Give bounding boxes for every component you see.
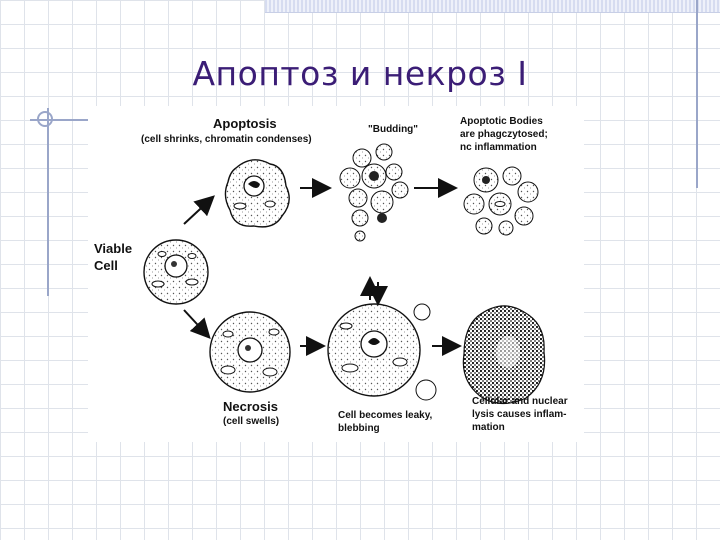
left-vertical-rule — [47, 108, 49, 296]
cell-diagram — [88, 106, 584, 442]
crosshair-ornament — [37, 111, 53, 127]
apoptotic-cell — [225, 160, 289, 227]
label-viable-line2: Cell — [94, 258, 118, 274]
budding-cluster — [340, 144, 408, 241]
label-bodies-line1: Apoptotic Bodies — [460, 116, 543, 128]
label-necrosis-note: (cell swells) — [223, 416, 279, 428]
label-necrosis: Necrosis — [223, 399, 278, 415]
label-leaky-line1: Cell becomes leaky, — [338, 410, 432, 422]
label-lysis-line2: lysis causes inflam- — [472, 409, 567, 421]
necrotic-cell — [210, 312, 290, 392]
label-bodies-line3: nc inflammation — [460, 142, 537, 154]
label-bodies-line2: are phagczytosed; — [460, 129, 548, 141]
top-decorative-band — [265, 0, 720, 13]
slide-title: Апоптоз и некроз I — [0, 54, 720, 93]
right-vertical-rule — [696, 0, 698, 188]
leaky-cell — [328, 304, 436, 400]
label-leaky-line2: blebbing — [338, 423, 380, 435]
label-viable-line1: Viable — [94, 241, 132, 257]
label-apoptosis-note: (cell shrinks, chromatin condenses) — [141, 134, 312, 146]
viable-cell — [144, 240, 208, 304]
label-budding: "Budding" — [368, 124, 418, 136]
apoptotic-bodies — [464, 167, 538, 235]
label-apoptosis: Apoptosis — [213, 116, 277, 132]
lysed-cell — [463, 306, 544, 404]
label-lysis-line1: Cellular and nuclear — [472, 396, 568, 408]
apoptosis-necrosis-figure: Apoptosis (cell shrinks, chromatin conde… — [88, 106, 584, 442]
label-lysis-line3: mation — [472, 422, 505, 434]
